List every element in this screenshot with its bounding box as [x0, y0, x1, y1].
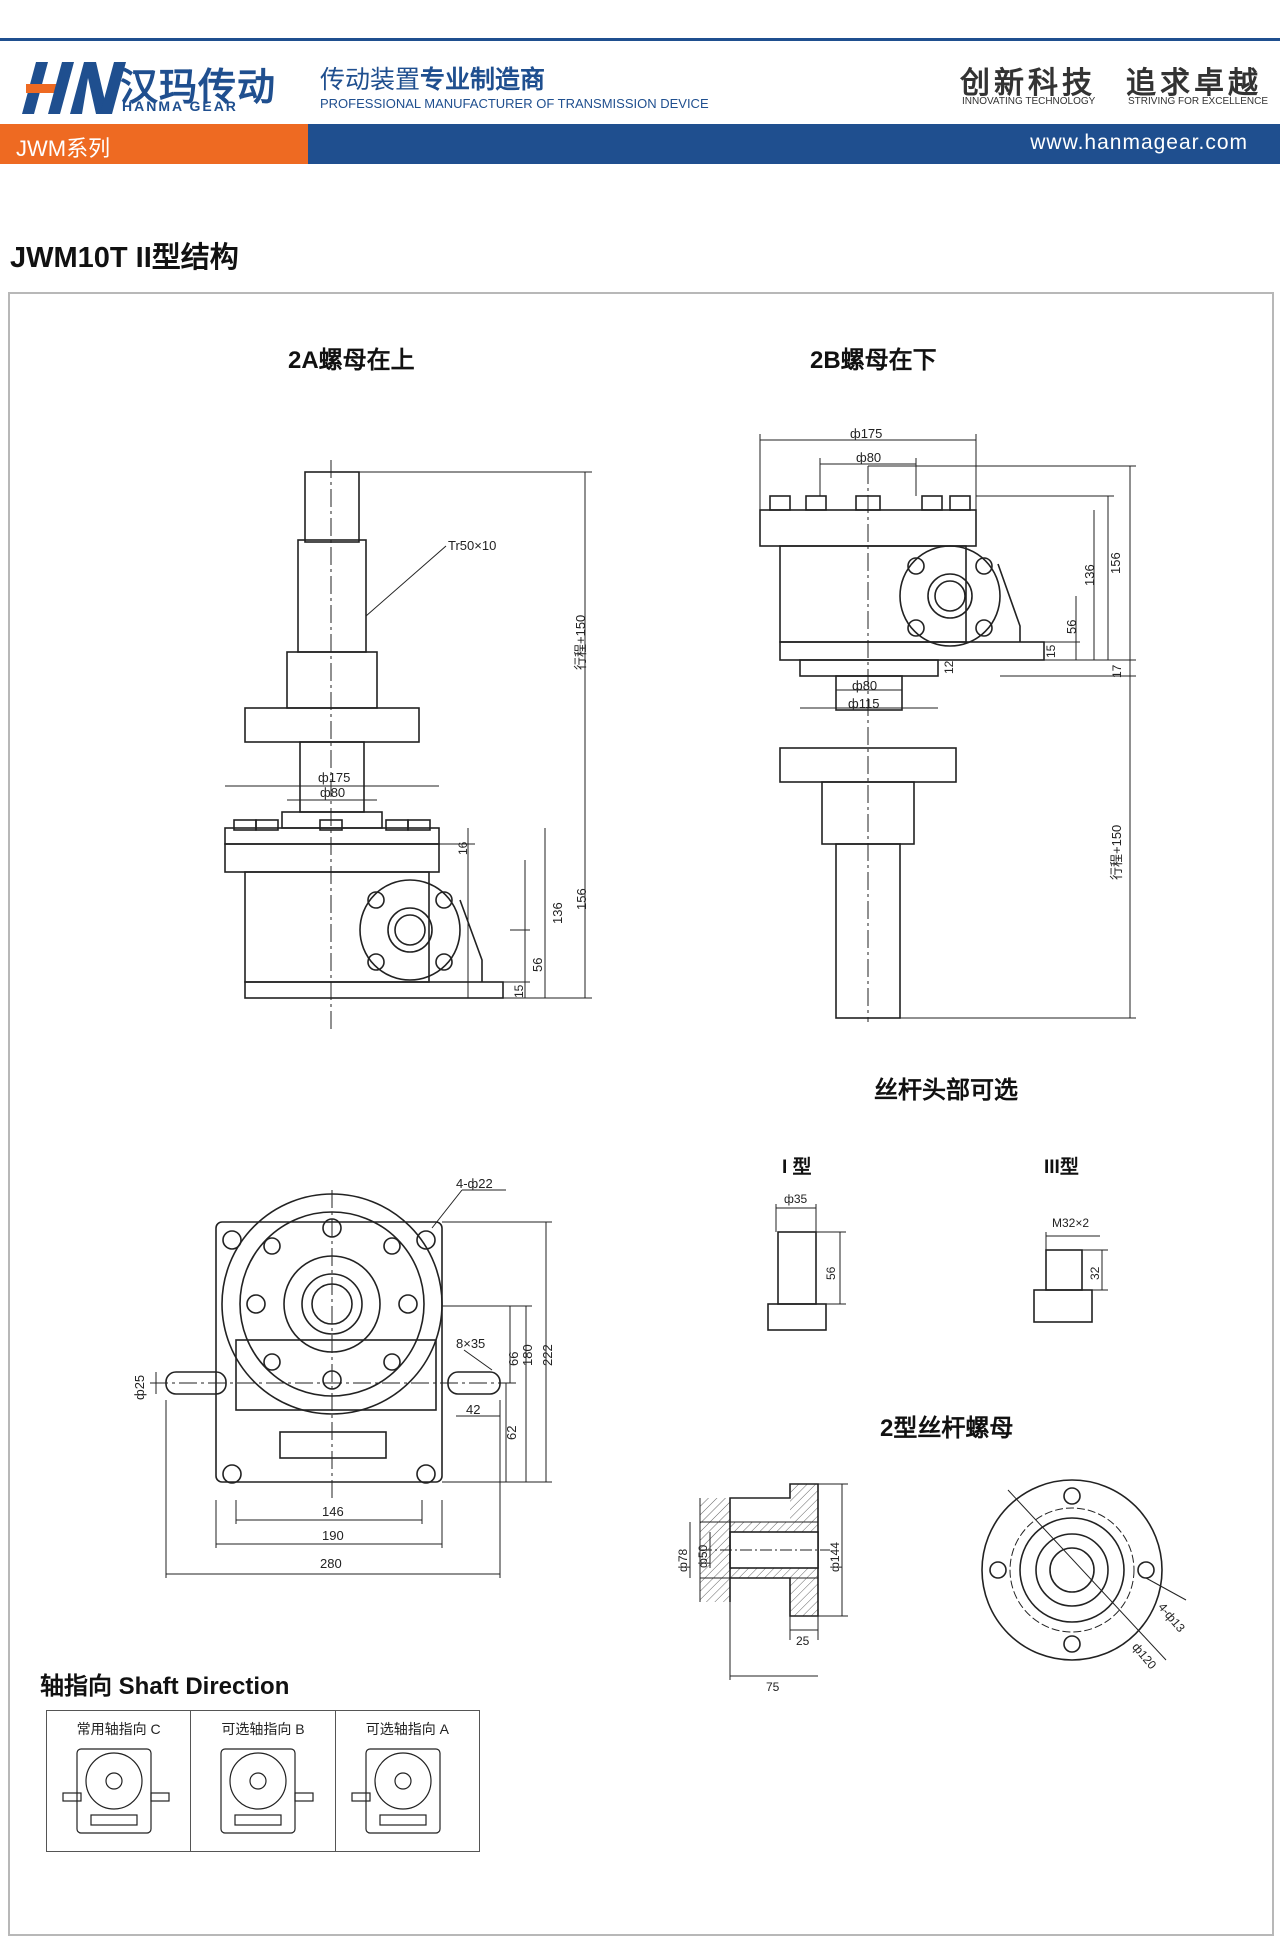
view-2a-title: 2A螺母在上 [288, 347, 415, 374]
dim-plan-190: 190 [322, 1528, 344, 1543]
dim-head-56: 56 [824, 1266, 838, 1280]
dim-2b-d80-lower: ф80 [852, 678, 878, 693]
header-top-line [0, 38, 1280, 41]
dim-head-d35: ф35 [784, 1192, 808, 1206]
dim-2a-16: 16 [456, 841, 470, 855]
dim-plan-146: 146 [322, 1504, 344, 1519]
dim-plan-180: 180 [520, 1344, 535, 1366]
shaft-direction-caption: 可选轴指向 A [365, 1721, 449, 1737]
dim-2a-d175: ф175 [318, 770, 351, 785]
dim-2a-stroke: 行程+150 [573, 614, 588, 670]
dim-2b-d80: ф80 [856, 450, 882, 465]
view-2b-drawing [759, 434, 1136, 1022]
dim-2a-d80: ф80 [320, 785, 346, 800]
shaft-direction-c: 常用轴指向 C [47, 1711, 192, 1851]
dim-plan-62: 62 [504, 1425, 519, 1440]
view-2a-drawing [224, 460, 592, 1030]
shaft-direction-caption: 常用轴指向 C [76, 1721, 161, 1737]
tagline-en: PROFESSIONAL MANUFACTURER OF TRANSMISSIO… [320, 96, 709, 111]
nut-type2-title: 2型丝杆螺母 [880, 1415, 1014, 1442]
dim-2a-56: 56 [530, 957, 545, 972]
website-band [308, 124, 1280, 164]
gearbox-shaft-c-icon [62, 1748, 170, 1834]
logo-english-name: HANMA GEAR [122, 98, 238, 114]
shaft-direction-table: 常用轴指向 C 可选轴指向 B 可选轴指向 A [46, 1710, 480, 1852]
dim-screw-thread: Tr50×10 [448, 538, 497, 553]
nut-front-drawing [981, 1479, 1187, 1661]
dim-2b-d115: ф115 [848, 696, 880, 711]
dim-plan-66: 66 [506, 1351, 521, 1366]
shaft-direction-caption: 可选轴指向 B [221, 1721, 305, 1737]
dim-2b-stroke: 行程+150 [1109, 824, 1124, 880]
dim-head-32: 32 [1088, 1266, 1102, 1280]
dim-2b-136: 136 [1082, 564, 1097, 586]
dim-nut-25: 25 [796, 1634, 810, 1648]
dim-2b-d175: ф175 [850, 426, 883, 441]
dim-plan-key: 8×35 [456, 1336, 486, 1351]
dim-2a-15: 15 [512, 984, 526, 998]
dim-2b-17: 17 [1110, 664, 1124, 678]
dim-plan-280: 280 [320, 1556, 342, 1571]
drawing-frame [8, 292, 1274, 1936]
dim-2b-156: 156 [1108, 552, 1123, 574]
slogan-excellence: 追求卓越 [1126, 66, 1262, 101]
dim-nut-d78: ф78 [676, 1548, 690, 1572]
dim-nut-75: 75 [766, 1680, 780, 1694]
dim-2a-136: 136 [550, 902, 565, 924]
dim-2b-15: 15 [1044, 644, 1058, 658]
dim-plan-222: 222 [540, 1344, 555, 1366]
head-type-1-drawing [767, 1204, 846, 1331]
dim-nut-d144: ф144 [828, 1542, 842, 1572]
plan-view-drawing [150, 1189, 552, 1578]
shaft-direction-title: 轴指向 Shaft Direction [40, 1673, 290, 1700]
gearbox-shaft-b-icon [220, 1748, 314, 1834]
page-title: JWM10T II型结构 [10, 242, 239, 274]
slogan-innovating: 创新科技 [960, 66, 1096, 101]
dim-plan-42: 42 [466, 1402, 481, 1417]
dim-nut-d50: ф50 [696, 1544, 710, 1568]
head-type-3-drawing [1033, 1232, 1108, 1323]
dim-head-m32: M32×2 [1052, 1216, 1090, 1230]
slogan-excellence-en: STRIVING FOR EXCELLENCE [1128, 96, 1269, 107]
dim-2b-12: 12 [942, 660, 956, 674]
slogan-innovating-en: INNOVATING TECHNOLOGY [962, 96, 1096, 107]
series-band [0, 124, 308, 164]
type-3-label: III型 [1044, 1157, 1079, 1178]
series-label: JWM系列 [16, 136, 111, 161]
shaft-direction-b: 可选轴指向 B [191, 1711, 336, 1851]
view-2b-title: 2B螺母在下 [810, 347, 937, 374]
gearbox-shaft-a-icon [351, 1748, 441, 1834]
dim-2a-156: 156 [574, 888, 589, 910]
nut-section-drawing [689, 1483, 848, 1680]
hm-logo-mark-icon [22, 62, 126, 114]
website-link[interactable]: www.hanmagear.com [1030, 131, 1248, 154]
type-1-label: I 型 [782, 1157, 812, 1178]
shaft-direction-a: 可选轴指向 A [336, 1711, 479, 1851]
dim-plan-holes: 4-ф22 [456, 1176, 493, 1191]
tagline-cn: 传动装置专业制造商 [320, 66, 546, 94]
dim-plan-shaft: ф25 [132, 1374, 147, 1400]
head-options-title: 丝杆头部可选 [874, 1077, 1018, 1104]
hanma-logo [18, 58, 308, 114]
dim-2b-56: 56 [1064, 619, 1079, 634]
logo-chinese-name: 汉玛传动 [120, 67, 277, 109]
